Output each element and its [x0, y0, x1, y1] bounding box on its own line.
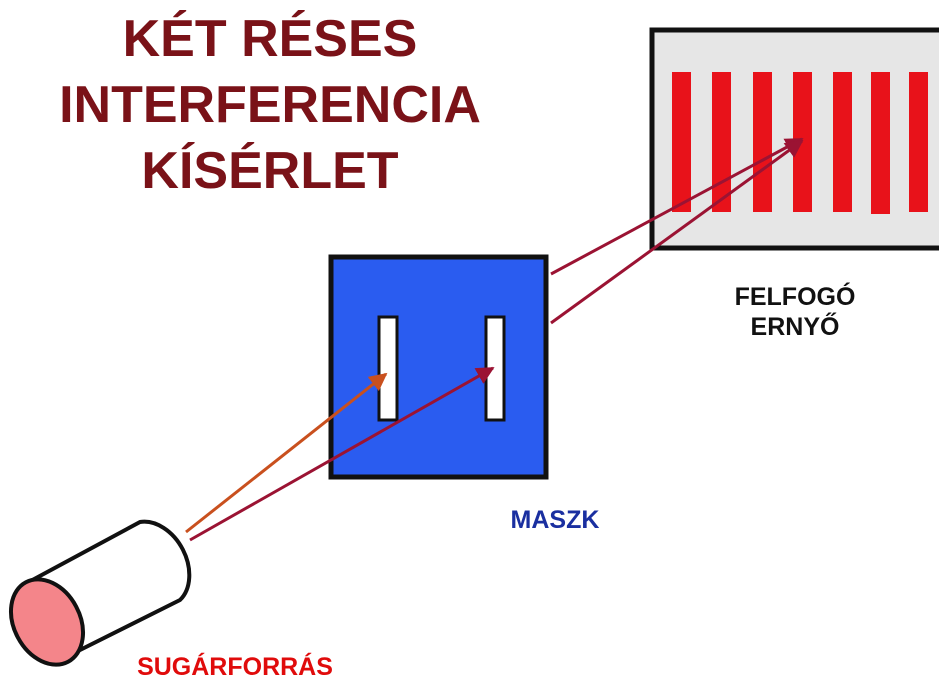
screen-label: FELFOGÓ ERNYŐ: [700, 282, 890, 342]
ray-source-to-left-slit: [185, 372, 388, 534]
ray-mask-to-screen-lower: [550, 139, 804, 325]
screen: [649, 27, 939, 251]
title-line-1: KÉT RÉSES: [122, 10, 418, 68]
diagram-title: KÉT RÉSES INTERFERENCIA KÍSÉRLET: [40, 6, 500, 204]
mask-label: MASZK: [510, 506, 600, 534]
slit-right: [484, 315, 506, 422]
mask: [328, 254, 549, 480]
screen-label-line-2: ERNYŐ: [750, 313, 840, 341]
fringe-1: [672, 72, 691, 212]
title-line-3: KÍSÉRLET: [141, 142, 399, 200]
fringe-5: [833, 72, 852, 212]
source-label: SUGÁRFORRÁS: [137, 653, 333, 681]
source-face: [9, 577, 85, 667]
mask-plate: [328, 254, 549, 480]
beam-source: [9, 519, 192, 667]
slit-left: [377, 315, 399, 422]
fringe-7: [909, 72, 928, 212]
screen-label-line-1: FELFOGÓ: [734, 283, 856, 311]
fringe-6: [871, 72, 890, 214]
ray-source-to-right-slit: [189, 366, 495, 542]
fringe-2: [712, 72, 731, 212]
fringe-3: [753, 72, 772, 212]
ray-mask-to-screen-upper: [550, 137, 804, 276]
title-line-2: INTERFERENCIA: [59, 76, 481, 134]
